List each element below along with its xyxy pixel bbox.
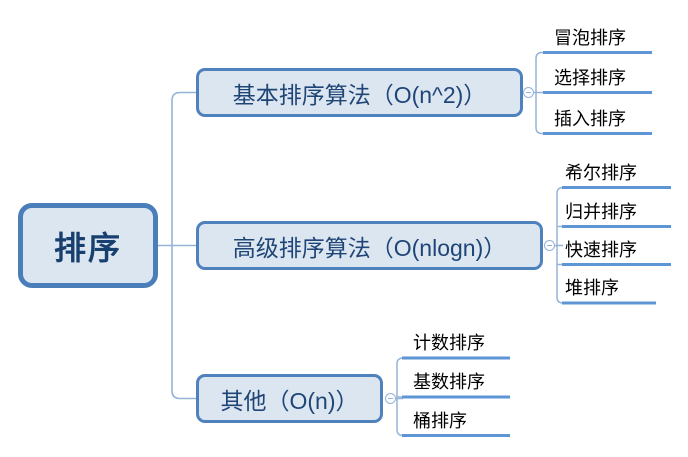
minus-icon (387, 398, 393, 399)
leaf-topic-shell-sort[interactable]: 希尔排序 (565, 163, 637, 183)
leaf-topic-counting-sort[interactable]: 计数排序 (413, 333, 485, 353)
leaf-topic-bucket-sort[interactable]: 桶排序 (413, 411, 467, 431)
leaf-topic-bubble-sort[interactable]: 冒泡排序 (554, 28, 626, 48)
topic-underlines (402, 51, 671, 437)
leaf-topic-insertion-sort[interactable]: 插入排序 (554, 109, 626, 129)
collapse-toggle-branch-0[interactable] (522, 87, 534, 98)
branch-topic-advanced-sorting[interactable]: 高级排序算法（O(nlogn)） (196, 221, 543, 270)
leaf-topic-selection-sort[interactable]: 选择排序 (554, 68, 626, 88)
branch-topic-label: 高级排序算法（O(nlogn)） (232, 234, 507, 261)
branch1-child-connectors (554, 186, 564, 304)
branch-topic-basic-sorting[interactable]: 基本排序算法（O(n^2)） (196, 68, 523, 117)
branch2-child-connectors (395, 357, 404, 437)
root-branch-connectors (158, 91, 196, 400)
branch-topic-label: 基本排序算法（O(n^2)） (232, 81, 487, 108)
branch-topic-label: 其他（O(n)） (220, 387, 359, 414)
leaf-topic-quick-sort[interactable]: 快速排序 (565, 240, 637, 260)
root-topic-sorting[interactable]: 排序 (18, 203, 158, 288)
minus-icon (546, 245, 552, 246)
minus-icon (525, 92, 531, 93)
branch0-child-connectors (533, 51, 543, 135)
collapse-toggle-branch-1[interactable] (543, 240, 555, 251)
leaf-topic-heap-sort[interactable]: 堆排序 (565, 278, 619, 298)
leaf-topic-radix-sort[interactable]: 基数排序 (413, 372, 485, 392)
collapse-toggle-branch-2[interactable] (384, 393, 396, 404)
leaf-topic-merge-sort[interactable]: 归并排序 (565, 202, 637, 222)
root-topic-label: 排序 (53, 229, 122, 266)
branch-topic-other-sorting[interactable]: 其他（O(n)） (196, 374, 383, 423)
